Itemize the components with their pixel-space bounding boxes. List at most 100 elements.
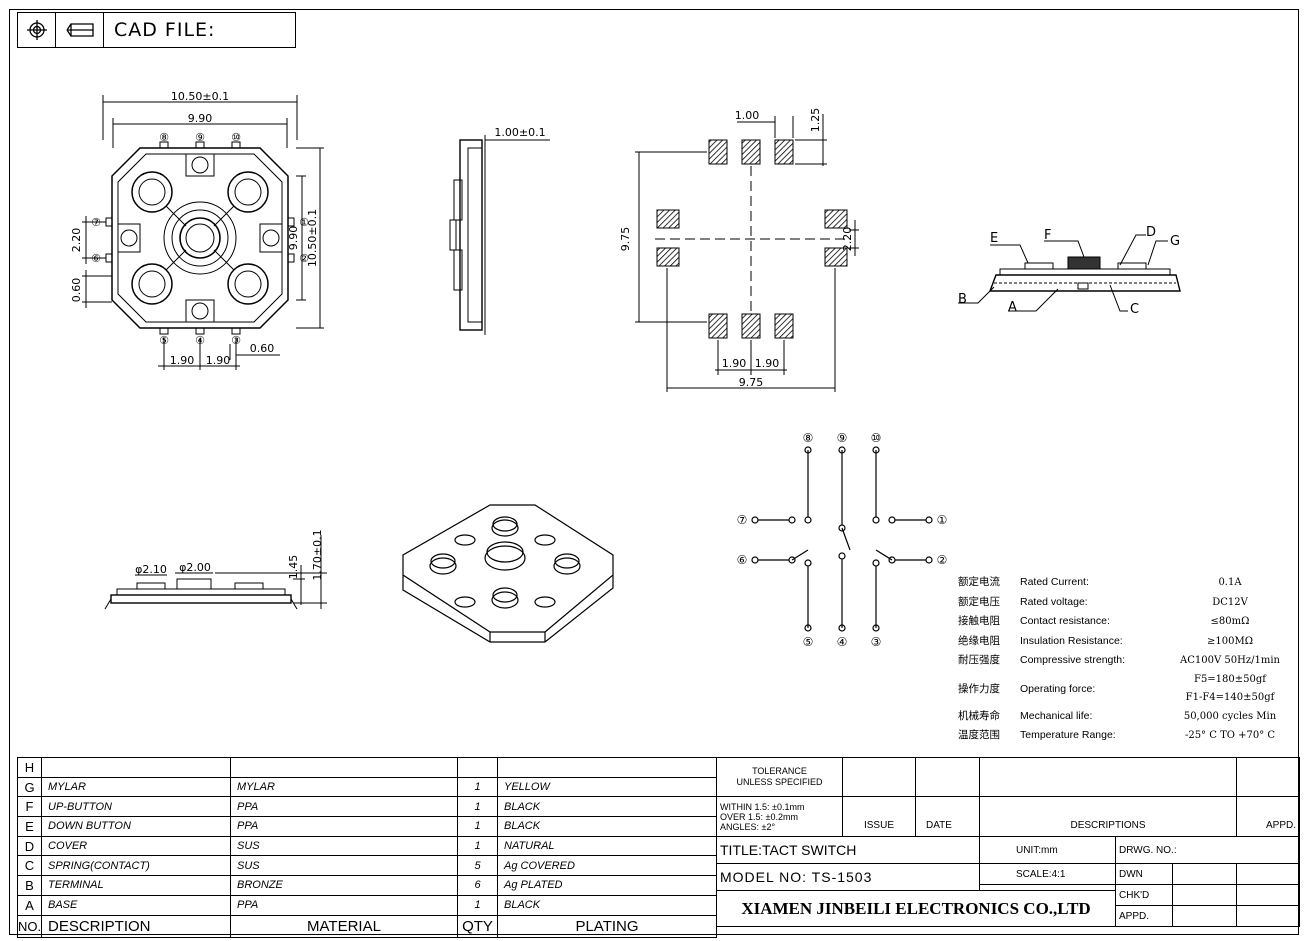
- bom-id: B: [17, 875, 42, 896]
- bom-plating: Ag COVERED: [497, 855, 717, 877]
- pin-4-label: ④: [195, 334, 205, 347]
- dim-top-outer: 10.50±0.1: [171, 90, 229, 103]
- issue-label: ISSUE: [842, 796, 916, 837]
- spec-value-2: F1-F4=140±50gf: [1185, 691, 1275, 703]
- switch-schematic: ⑧ ⑨ ⑩ ⑤ ④ ③ ⑦ ⑥ ① ②: [737, 431, 948, 649]
- pin-3-label: ③: [231, 334, 241, 347]
- drawing-number-label: DRWG. NO.:: [1114, 836, 1301, 864]
- isometric-view-drawing: [402, 504, 614, 643]
- bom-qty: 1: [457, 835, 498, 857]
- label-d: D: [1146, 225, 1156, 240]
- spec-en: Rated voltage:: [1020, 595, 1088, 608]
- dim-footprint-bottom-b: 1.90: [755, 357, 780, 370]
- chkd-label: CHK'D: [1115, 884, 1173, 906]
- company-name: XIAMEN JINBEILI ELECTRONICS CO.,LTD: [716, 890, 1116, 927]
- tolerance-label: TOLERANCE: [752, 766, 807, 776]
- bom-id: F: [17, 796, 42, 818]
- bom-header-no: NO.: [17, 914, 42, 938]
- spec-value: ≤80mΩ: [1210, 616, 1250, 627]
- bom-plating: BLACK: [497, 816, 717, 837]
- unit-label: UNIT:mm: [979, 836, 1116, 864]
- section-view-drawing: E F D G B A C: [958, 225, 1181, 317]
- spec-cn: 绝缘电阻: [958, 634, 1000, 647]
- spec-cn: 耐压强度: [958, 654, 1000, 666]
- spec-cn: 额定电流: [958, 576, 1000, 588]
- spec-en: Compressive strength:: [1020, 654, 1126, 666]
- spec-en: Contact resistance:: [1020, 615, 1110, 627]
- dim-left-lower: 0.60: [70, 278, 83, 303]
- dim-right-outer: 10.50±0.1: [306, 209, 319, 267]
- dim-left-pitch: 2.20: [70, 228, 83, 253]
- dim-footprint-bottom-a: 1.90: [722, 357, 747, 370]
- bom-id: C: [17, 855, 42, 877]
- bom-id: E: [17, 816, 42, 837]
- dim-bottom-pitch-b: 1.90: [206, 354, 231, 367]
- bom-material: SUS: [230, 855, 458, 877]
- dim-bottom-pitch-a: 1.90: [170, 354, 195, 367]
- spec-cn: 温度范围: [958, 729, 1000, 741]
- bom-desc: BASE: [41, 894, 231, 916]
- spec-value: 0.1A: [1218, 577, 1242, 588]
- dim-right-inner: 9.90: [287, 226, 300, 251]
- dim-button-inner: φ2.00: [179, 561, 211, 574]
- side-view-drawing: 1.00±0.1: [449, 126, 550, 335]
- schem-pin-10: ⑩: [871, 431, 882, 445]
- spec-en: Temperature Range:: [1020, 729, 1116, 741]
- bom-qty: 6: [457, 875, 498, 896]
- bom-plating: NATURAL: [497, 835, 717, 857]
- pcb-footprint-drawing: 1.00 1.25 9.75 2.20 1.90 1.90 9.75: [619, 108, 859, 392]
- schem-pin-8: ⑧: [803, 431, 814, 445]
- date-label: DATE: [915, 796, 980, 837]
- descriptions-label: DESCRIPTIONS: [978, 796, 1238, 837]
- spec-en: Mechanical life:: [1020, 709, 1093, 722]
- bom-id: H: [17, 757, 42, 778]
- pin-2-label: ②: [299, 252, 309, 265]
- bom-desc: COVER: [41, 835, 231, 857]
- pin-7-label: ⑦: [91, 216, 101, 229]
- schem-pin-1: ①: [937, 513, 948, 527]
- tolerance-within: WITHIN 1.5: ±0.1mm: [720, 801, 805, 812]
- spec-row: 额定电流 Rated Current: 0.1A: [958, 573, 1280, 593]
- bom-desc: DOWN BUTTON: [41, 816, 231, 837]
- dim-pad-width: 1.00: [735, 109, 760, 122]
- schem-pin-9: ⑨: [837, 431, 848, 445]
- spec-en: Insulation Resistance:: [1020, 634, 1123, 647]
- dim-footprint-pitch: 2.20: [841, 227, 854, 252]
- spec-cn: 接触电阻: [958, 615, 1000, 627]
- bom-material: SUS: [230, 835, 458, 857]
- dim-footprint-width: 9.75: [739, 376, 764, 389]
- pin-8-label: ⑧: [159, 131, 169, 144]
- bom-qty: 5: [457, 855, 498, 877]
- spec-value: 50,000 cycles Min: [1183, 710, 1277, 722]
- spec-en: Rated Current:: [1020, 576, 1089, 588]
- schem-pin-2: ②: [937, 553, 948, 567]
- bom-plating: [497, 757, 717, 778]
- bom-qty: 1: [457, 816, 498, 837]
- drawing-title: TITLE:TACT SWITCH: [716, 836, 980, 864]
- schem-pin-6: ⑥: [737, 553, 748, 567]
- dim-footprint-height: 9.75: [619, 227, 632, 252]
- spec-value: -25° C TO +70° C: [1184, 730, 1276, 741]
- schem-pin-7: ⑦: [737, 513, 748, 527]
- bom-desc: [41, 757, 231, 778]
- bom-qty: 1: [457, 796, 498, 818]
- tolerance-angles: ANGLES: ±2°: [720, 821, 776, 832]
- dim-pad-height: 1.25: [809, 108, 822, 133]
- appd-label: APPD.: [1236, 796, 1301, 837]
- label-a: A: [1008, 300, 1017, 315]
- pin-9-label: ⑨: [195, 131, 205, 144]
- dim-top-inner: 9.90: [188, 112, 213, 125]
- dim-button-outer: φ2.10: [135, 563, 167, 576]
- label-f: F: [1044, 228, 1051, 243]
